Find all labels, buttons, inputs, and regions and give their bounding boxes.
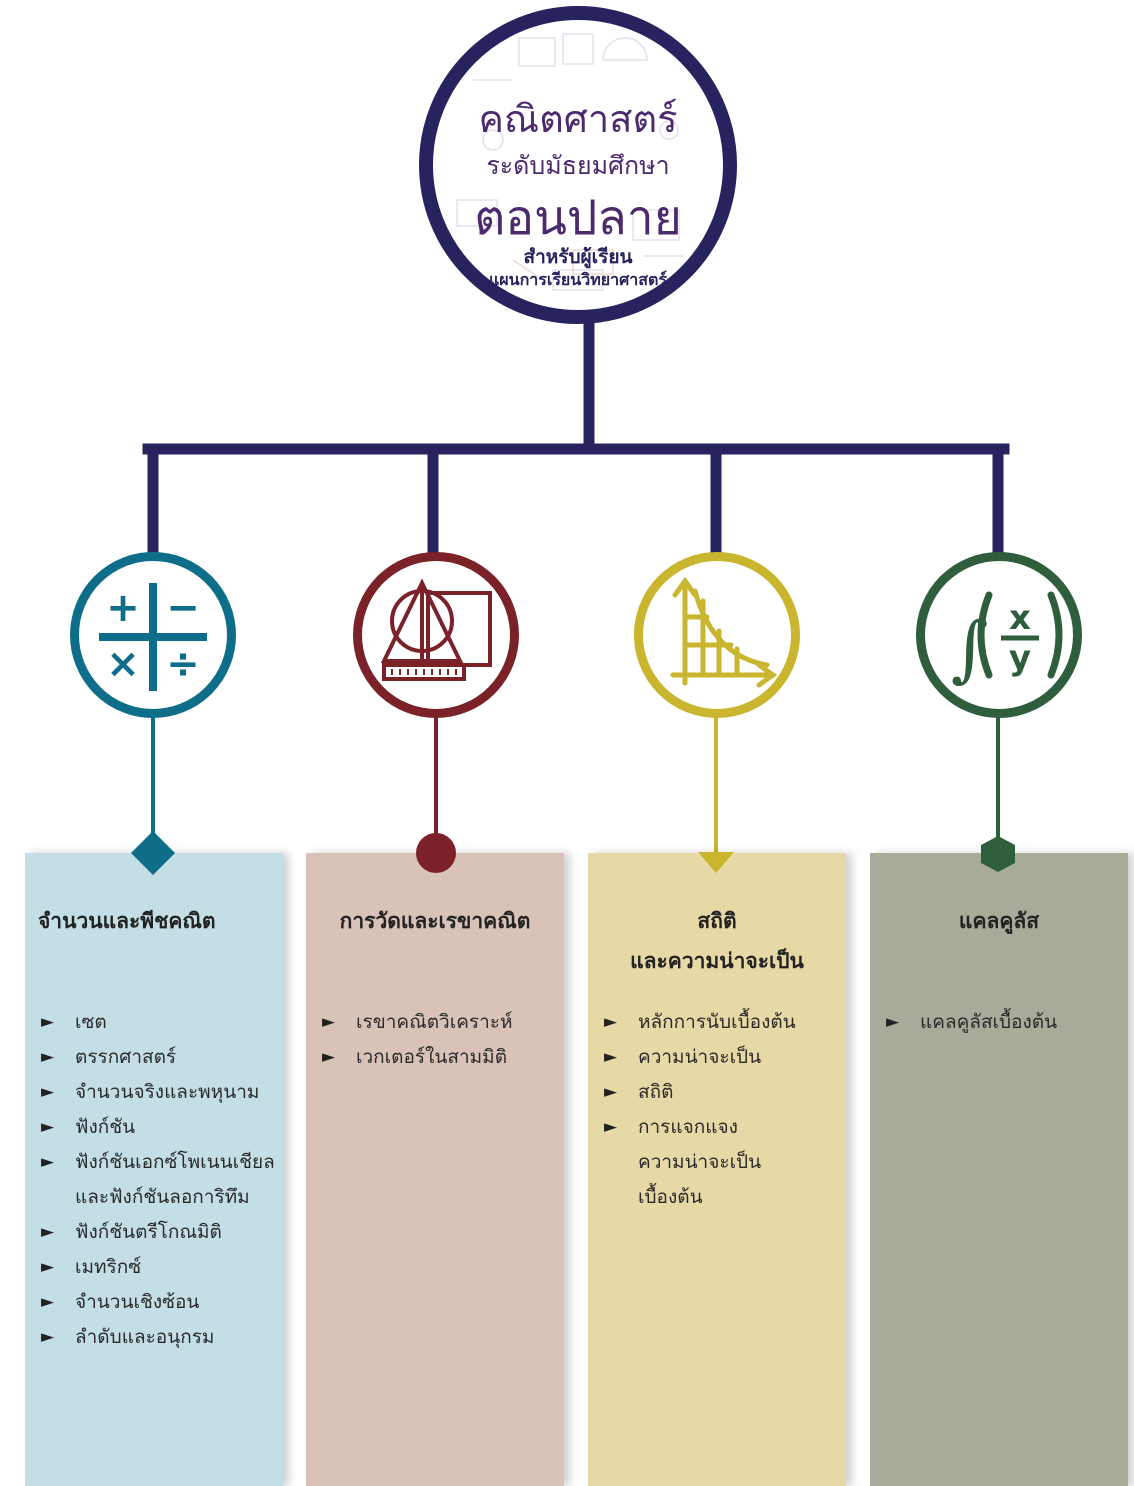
list-item: ►ฟังก์ชัน xyxy=(41,1116,136,1138)
svg-text:+: + xyxy=(106,585,140,631)
hub-circle: คณิตศาสตร์ ระดับมัธยมศึกษา ตอนปลาย สำหรั… xyxy=(419,6,737,324)
list-item: ►แคลคูลัสเบื้องต้น xyxy=(886,1011,1058,1033)
list-item: ►เรขาคณิตวิเคราะห์ xyxy=(322,1011,513,1033)
list-item: ►สถิติ xyxy=(604,1081,674,1103)
list-item: ►หลักการนับเบื้องต้น xyxy=(604,1011,796,1033)
list-item: ►การแจกแจง xyxy=(604,1116,738,1138)
integral-icon: ∫ x y xyxy=(916,552,1082,718)
list-item-continuation: และฟังก์ชันลอการิทึม xyxy=(75,1186,250,1208)
panel-number-algebra: จำนวนและพีชคณิต ►เซต ►ตรรกศาสตร์ ►จำนวนจ… xyxy=(25,853,283,1486)
list-item: ►ลำดับและอนุกรม xyxy=(41,1326,215,1348)
topic-list: ►แคลคูลัสเบื้องต้น xyxy=(882,1005,1124,1040)
list-item: ►ตรรกศาสตร์ xyxy=(41,1046,177,1068)
panel-title: สถิติ และความน่าจะเป็น xyxy=(588,901,846,981)
hexagon-marker-icon xyxy=(981,836,1015,872)
list-item: ►ฟังก์ชันตรีโกณมิติ xyxy=(41,1221,222,1243)
hub-title-line1: คณิตศาสตร์ xyxy=(478,97,678,141)
arithmetic-operators-icon: + − × ÷ xyxy=(70,552,236,718)
svg-text:x: x xyxy=(1009,598,1031,638)
hub-subtitle-line2: แผนการเรียนวิทยาศาสตร์ xyxy=(488,270,668,289)
geometry-ruler-icon xyxy=(353,552,519,718)
svg-text:−: − xyxy=(166,585,200,631)
math-tools-watermark-icon xyxy=(456,33,683,291)
list-item: ►ฟังก์ชันเอกซ์โพเนนเชียล xyxy=(41,1151,275,1173)
svg-text:÷: ÷ xyxy=(166,641,200,687)
topic-list: ►เรขาคณิตวิเคราะห์ ►เวกเตอร์ในสามมิติ xyxy=(318,1005,560,1075)
graph-axes-icon xyxy=(634,552,800,718)
panel-statistics-probability: สถิติ และความน่าจะเป็น ►หลักการนับเบื้อง… xyxy=(588,853,846,1486)
list-item: ►ความน่าจะเป็น xyxy=(604,1046,762,1068)
hub-title-line3: ตอนปลาย xyxy=(474,190,682,246)
panel-title-line1: สถิติ xyxy=(697,909,737,933)
topic-list: ►หลักการนับเบื้องต้น ►ความน่าจะเป็น ►สถิ… xyxy=(600,1005,842,1215)
hub-subtitle-line1: สำหรับผู้เรียน xyxy=(523,246,633,268)
list-item-continuation: ความน่าจะเป็น xyxy=(638,1151,762,1173)
panel-title: การวัดและเรขาคณิต xyxy=(339,909,531,933)
svg-text:×: × xyxy=(106,641,140,687)
panel-title: แคลคูลัส xyxy=(958,909,1040,933)
panel-measurement-geometry: การวัดและเรขาคณิต ►เรขาคณิตวิเคราะห์ ►เว… xyxy=(306,853,564,1486)
list-item: ►จำนวนเชิงซ้อน xyxy=(41,1291,200,1313)
list-item-continuation: เบื้องต้น xyxy=(638,1186,703,1208)
list-item: ►เซต xyxy=(41,1011,107,1033)
circle-marker-icon xyxy=(416,833,456,873)
list-item: ►เมทริกซ์ xyxy=(41,1256,142,1278)
list-item: ►จำนวนจริงและพหุนาม xyxy=(41,1081,260,1103)
panel-calculus: แคลคูลัส ►แคลคูลัสเบื้องต้น xyxy=(870,853,1128,1486)
triangle-marker-icon xyxy=(698,852,734,873)
topic-list: ►เซต ►ตรรกศาสตร์ ►จำนวนจริงและพหุนาม ►ฟั… xyxy=(37,1005,279,1355)
list-item: ►เวกเตอร์ในสามมิติ xyxy=(322,1046,508,1068)
panel-title-line2: และความน่าจะเป็น xyxy=(630,949,804,973)
hub-title-line2: ระดับมัธยมศึกษา xyxy=(486,151,670,180)
svg-text:y: y xyxy=(1009,638,1031,678)
panel-title: จำนวนและพีชคณิต xyxy=(38,909,216,933)
diamond-marker-icon xyxy=(131,831,175,875)
